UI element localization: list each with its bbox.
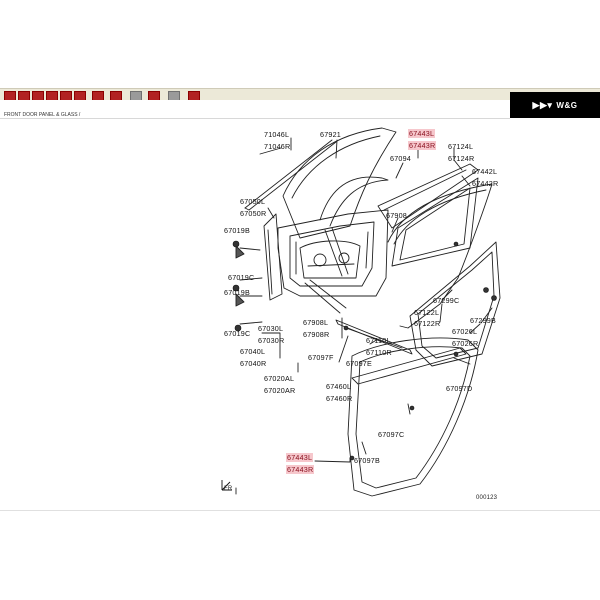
label-67050l[interactable]: 67050L bbox=[240, 197, 266, 206]
label-67097f[interactable]: 67097F bbox=[308, 353, 334, 362]
label-67460l[interactable]: 67460L bbox=[326, 382, 352, 391]
label-67299b[interactable]: 67299B bbox=[470, 316, 496, 325]
label-71046l[interactable]: 71046L bbox=[264, 130, 290, 139]
brand-name: W&G bbox=[556, 100, 578, 110]
label-67110l[interactable]: 67110L bbox=[366, 336, 391, 345]
door-exploded-view bbox=[221, 127, 501, 497]
weatherstrip-67442 bbox=[387, 183, 493, 329]
label-67030l[interactable]: 67030L bbox=[258, 324, 284, 333]
label-67019b-2[interactable]: 67019B bbox=[224, 288, 250, 297]
label-67094[interactable]: 67094 bbox=[390, 154, 411, 163]
label-67019c-1[interactable]: 67019C bbox=[228, 273, 255, 282]
outer-weatherstrip-67122 bbox=[409, 241, 501, 367]
label-67442l[interactable]: 67442L bbox=[472, 167, 498, 176]
label-67460r[interactable]: 67460R bbox=[326, 394, 353, 403]
diagram-number: 000123 bbox=[476, 495, 498, 501]
opening-trim-67026 bbox=[347, 337, 479, 497]
label-67110r[interactable]: 67110R bbox=[366, 348, 392, 357]
label-67050r[interactable]: 67050R bbox=[240, 209, 267, 218]
label-67442r[interactable]: 67442R bbox=[472, 179, 499, 188]
label-67019b-1[interactable]: 67019B bbox=[224, 226, 250, 235]
glass-run-67124 bbox=[377, 163, 479, 229]
label-67026r[interactable]: 67026R bbox=[452, 339, 479, 348]
parts-diagram: 71046L 71046R 67921 67443L 67443R 67094 … bbox=[0, 118, 600, 510]
label-67443l-bottom[interactable]: 67443L bbox=[286, 453, 314, 462]
label-67443r-bottom[interactable]: 67443R bbox=[286, 465, 315, 474]
label-67019c-2[interactable]: 67019C bbox=[224, 329, 251, 338]
door-frame-67030 bbox=[263, 213, 283, 301]
front-direction-arrow-icon bbox=[221, 480, 232, 491]
label-67443l-top[interactable]: 67443L bbox=[408, 129, 436, 138]
label-67020ar[interactable]: 67020AR bbox=[264, 386, 296, 395]
page-divider bbox=[0, 510, 600, 511]
label-67124r[interactable]: 67124R bbox=[448, 154, 475, 163]
toolbar bbox=[0, 88, 600, 101]
label-67097d[interactable]: 67097D bbox=[446, 384, 473, 393]
label-67020al[interactable]: 67020AL bbox=[264, 374, 295, 383]
label-67124l[interactable]: 67124L bbox=[448, 142, 474, 151]
label-67097c[interactable]: 67097C bbox=[378, 430, 405, 439]
label-67026l[interactable]: 67026L bbox=[452, 327, 478, 336]
label-67097e[interactable]: 67097E bbox=[346, 359, 372, 368]
label-67908r[interactable]: 67908R bbox=[303, 330, 330, 339]
label-67921[interactable]: 67921 bbox=[320, 130, 341, 139]
label-67443r-top[interactable]: 67443R bbox=[408, 141, 437, 150]
brand-mark-icon: ▶▶▾ bbox=[532, 99, 553, 110]
label-67122l[interactable]: 67122L bbox=[414, 308, 440, 317]
door-glass-67921 bbox=[282, 127, 397, 239]
label-67040r[interactable]: 67040R bbox=[240, 359, 267, 368]
label-67908l[interactable]: 67908L bbox=[303, 318, 329, 327]
breadcrumb-bar bbox=[0, 100, 510, 119]
label-67122r[interactable]: 67122R bbox=[414, 319, 441, 328]
label-67040l[interactable]: 67040L bbox=[240, 347, 266, 356]
label-67030r[interactable]: 67030R bbox=[258, 336, 285, 345]
brand-logo: ▶▶▾ W&G bbox=[510, 92, 600, 118]
channel-strip-71046 bbox=[244, 139, 333, 209]
label-71046r[interactable]: 71046R bbox=[264, 142, 291, 151]
breadcrumb[interactable]: FRONT DOOR PANEL & GLASS / bbox=[4, 112, 81, 118]
window-regulator-67908 bbox=[319, 176, 389, 227]
label-67908[interactable]: 67908 bbox=[386, 211, 407, 220]
direction-label: FR bbox=[224, 486, 233, 492]
belt-molding-67110 bbox=[335, 319, 413, 355]
door-inner-panel-67050 bbox=[277, 209, 389, 297]
label-67097b[interactable]: 67097B bbox=[354, 456, 380, 465]
label-67299c[interactable]: 67299C bbox=[433, 296, 460, 305]
